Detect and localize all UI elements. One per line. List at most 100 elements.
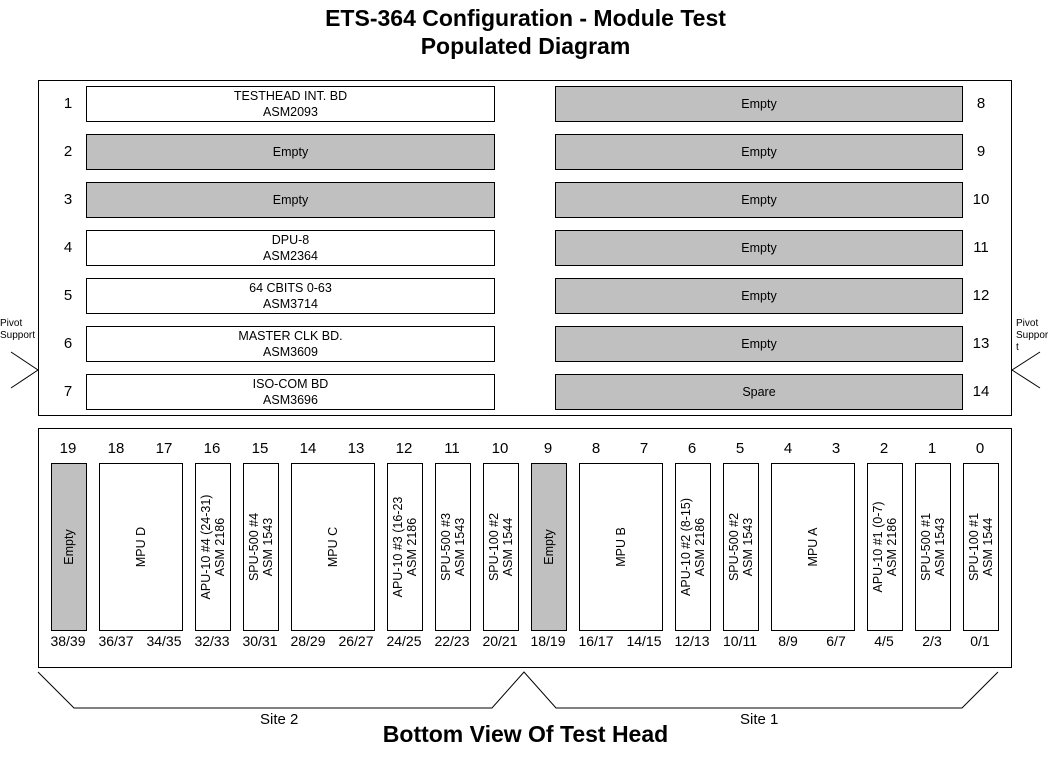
module-14-line-2: ASM 2186 <box>885 517 899 577</box>
module-slot-10: MPU B <box>579 463 663 631</box>
module-9-line-1: Empty <box>542 529 556 565</box>
module-5-line-1: MPU C <box>326 526 340 568</box>
module-label-3: APU-10 #4 (24-31)ASM 2186 <box>199 495 227 600</box>
module-7-line-2: ASM 1543 <box>453 517 467 577</box>
top-slot-number-13: 13 <box>972 335 990 352</box>
column-number-18: 18 <box>107 440 125 457</box>
module-label-14: APU-10 #1 (0-7)ASM 2186 <box>871 501 899 592</box>
top-slot-10-line-1: Empty <box>741 193 777 207</box>
module-slot-14: APU-10 #1 (0-7)ASM 2186 <box>867 463 903 631</box>
module-3-line-1: APU-10 #4 (24-31) <box>199 494 213 600</box>
module-slot-2: MPU D <box>99 463 183 631</box>
top-slot-4-line-2: ASM2364 <box>263 249 318 263</box>
module-label-13: MPU A <box>806 528 820 567</box>
top-slot-3: Empty <box>86 182 495 218</box>
diagram-title: ETS-364 Configuration - Module Test Popu… <box>0 4 1051 60</box>
module-slot-3: APU-10 #4 (24-31)ASM 2186 <box>195 463 231 631</box>
pin-range-24-25: 24/25 <box>386 633 422 649</box>
module-3-line-2: ASM 2186 <box>213 517 227 577</box>
column-number-11: 11 <box>444 440 460 457</box>
pin-range-34-35: 34/35 <box>146 633 182 649</box>
top-slot-9-line-1: Empty <box>741 145 777 159</box>
module-16-line-2: ASM 1544 <box>981 517 995 577</box>
module-slot-11: APU-10 #2 (8-15)ASM 2186 <box>675 463 711 631</box>
column-number-5: 5 <box>735 440 745 457</box>
top-slot-14: Spare <box>555 374 963 410</box>
pin-range-4-5: 4/5 <box>874 633 894 649</box>
top-slot-number-6: 6 <box>63 335 73 352</box>
title-line-1: ETS-364 Configuration - Module Test <box>325 5 726 31</box>
column-number-6: 6 <box>687 440 697 457</box>
column-number-8: 8 <box>591 440 601 457</box>
top-slot-9: Empty <box>555 134 963 170</box>
top-slot-12: Empty <box>555 278 963 314</box>
pin-range-28-29: 28/29 <box>290 633 326 649</box>
column-number-2: 2 <box>879 440 889 457</box>
module-7-line-1: SPU-500 #3 <box>439 512 453 582</box>
pin-range-30-31: 30/31 <box>242 633 278 649</box>
pin-range-2-3: 2/3 <box>922 633 942 649</box>
site-1-label: Site 1 <box>740 711 779 728</box>
top-slot-6: MASTER CLK BD. ASM3609 <box>86 326 495 362</box>
top-slot-6-line-1: MASTER CLK BD. <box>238 329 343 343</box>
column-number-10: 10 <box>491 440 509 457</box>
column-number-15: 15 <box>251 440 269 457</box>
pivot-support-left-label: Pivot Support <box>0 318 36 341</box>
module-label-5: MPU C <box>326 527 340 567</box>
column-number-14: 14 <box>299 440 317 457</box>
bottom-panel <box>38 428 1012 668</box>
module-14-line-1: APU-10 #1 (0-7) <box>871 501 885 593</box>
top-slot-2: Empty <box>86 134 495 170</box>
pin-range-10-11: 10/11 <box>723 633 757 649</box>
top-slot-6-line-2: ASM3609 <box>263 345 318 359</box>
pin-range-6-7: 6/7 <box>826 633 846 649</box>
site-bracket <box>37 671 999 709</box>
module-4-line-2: ASM 1543 <box>261 517 275 577</box>
column-number-1: 1 <box>927 440 937 457</box>
top-slot-number-10: 10 <box>972 191 990 208</box>
top-slot-12-line-1: Empty <box>741 289 777 303</box>
module-1-line-1: Empty <box>62 529 76 565</box>
top-slot-number-11: 11 <box>973 239 989 256</box>
top-slot-14-line-1: Spare <box>742 385 776 399</box>
module-slot-9: Empty <box>531 463 567 631</box>
top-slot-5-line-1: 64 CBITS 0-63 <box>249 281 332 295</box>
column-number-3: 3 <box>831 440 841 457</box>
top-slot-number-12: 12 <box>972 287 990 304</box>
module-15-line-2: ASM 1543 <box>933 517 947 577</box>
top-slot-10: Empty <box>555 182 963 218</box>
top-slot-5-line-2: ASM3714 <box>263 297 318 311</box>
module-8-line-1: SPU-100 #2 <box>487 512 501 582</box>
pivot-support-right-label: Pivot Suppor t <box>1016 318 1049 353</box>
top-slot-number-5: 5 <box>63 287 73 304</box>
top-slot-4-line-1: DPU-8 <box>271 233 310 247</box>
top-slot-8-line-1: Empty <box>741 97 777 111</box>
column-number-17: 17 <box>155 440 173 457</box>
pin-range-32-33: 32/33 <box>194 633 230 649</box>
module-6-line-2: ASM 2186 <box>405 517 419 577</box>
column-number-16: 16 <box>203 440 221 457</box>
module-10-line-1: MPU B <box>614 527 628 567</box>
column-number-0: 0 <box>975 440 985 457</box>
module-label-1: Empty <box>62 529 76 564</box>
column-number-13: 13 <box>347 440 365 457</box>
top-slot-number-1: 1 <box>63 95 73 112</box>
module-slot-13: MPU A <box>771 463 855 631</box>
top-slot-1-line-1: TESTHEAD INT. BD <box>233 89 348 103</box>
module-4-line-1: SPU-500 #4 <box>247 512 261 582</box>
pin-range-38-39: 38/39 <box>50 633 86 649</box>
